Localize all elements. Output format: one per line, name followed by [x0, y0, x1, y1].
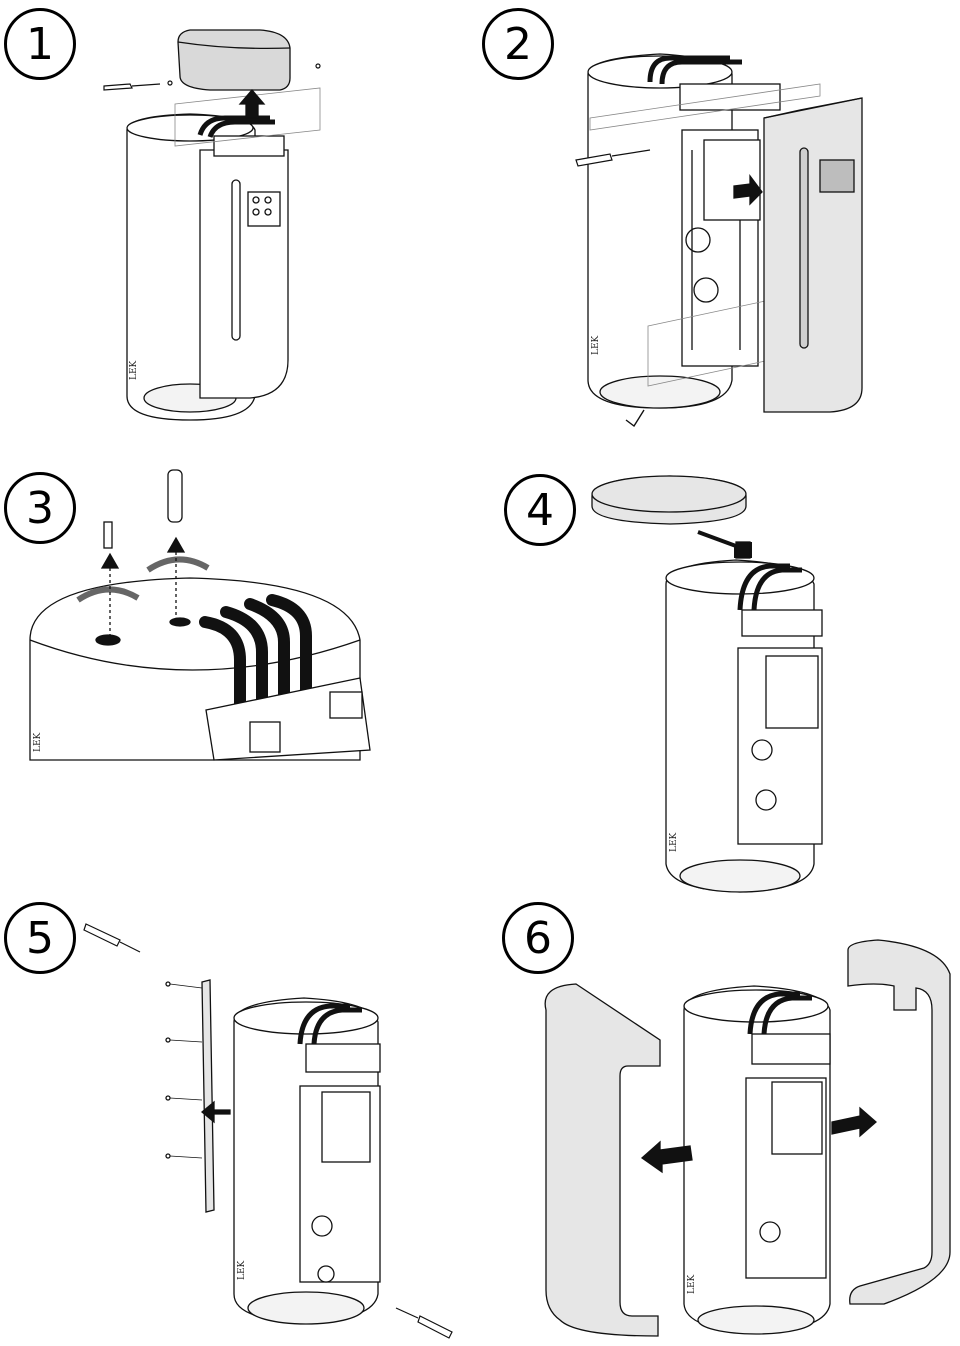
step-5-badge: 5: [4, 902, 76, 974]
step-5-panel: 5: [0, 890, 480, 1346]
step-6-badge: 6: [502, 902, 574, 974]
screwdriver-icon: [395, 1307, 453, 1339]
step-6-panel: 6 LEK: [480, 890, 960, 1346]
step-3-badge: 3: [4, 472, 76, 544]
step-4-badge: 4: [504, 474, 576, 546]
step-1-panel: 1: [0, 0, 460, 440]
brand-label: LEK: [33, 732, 43, 752]
screwdriver-icon: [83, 923, 141, 953]
step-2-panel: 2: [470, 0, 960, 440]
brand-label: LEK: [669, 832, 679, 852]
screwdriver-icon: [103, 80, 173, 91]
brand-label: LEK: [237, 1260, 247, 1280]
brand-label: LEK: [687, 1274, 697, 1294]
allen-key-icon: [625, 409, 645, 428]
step-1-badge: 1: [4, 8, 76, 80]
step-3-illustration: LEK: [29, 469, 371, 761]
step-4-illustration: LEK: [591, 475, 823, 893]
step-4-panel: 4 LEK: [480, 460, 960, 910]
brand-label: LEK: [129, 360, 139, 380]
step-1-illustration: LEK: [103, 29, 321, 421]
step-3-panel: 3 LEK: [0, 460, 460, 770]
screwdriver-icon: [575, 149, 651, 167]
step-2-illustration: LEK: [575, 53, 863, 428]
step-6-illustration: LEK: [544, 939, 951, 1337]
step-2-badge: 2: [482, 8, 554, 80]
step-5-illustration: LEK: [83, 923, 453, 1339]
brand-label: LEK: [591, 335, 601, 355]
